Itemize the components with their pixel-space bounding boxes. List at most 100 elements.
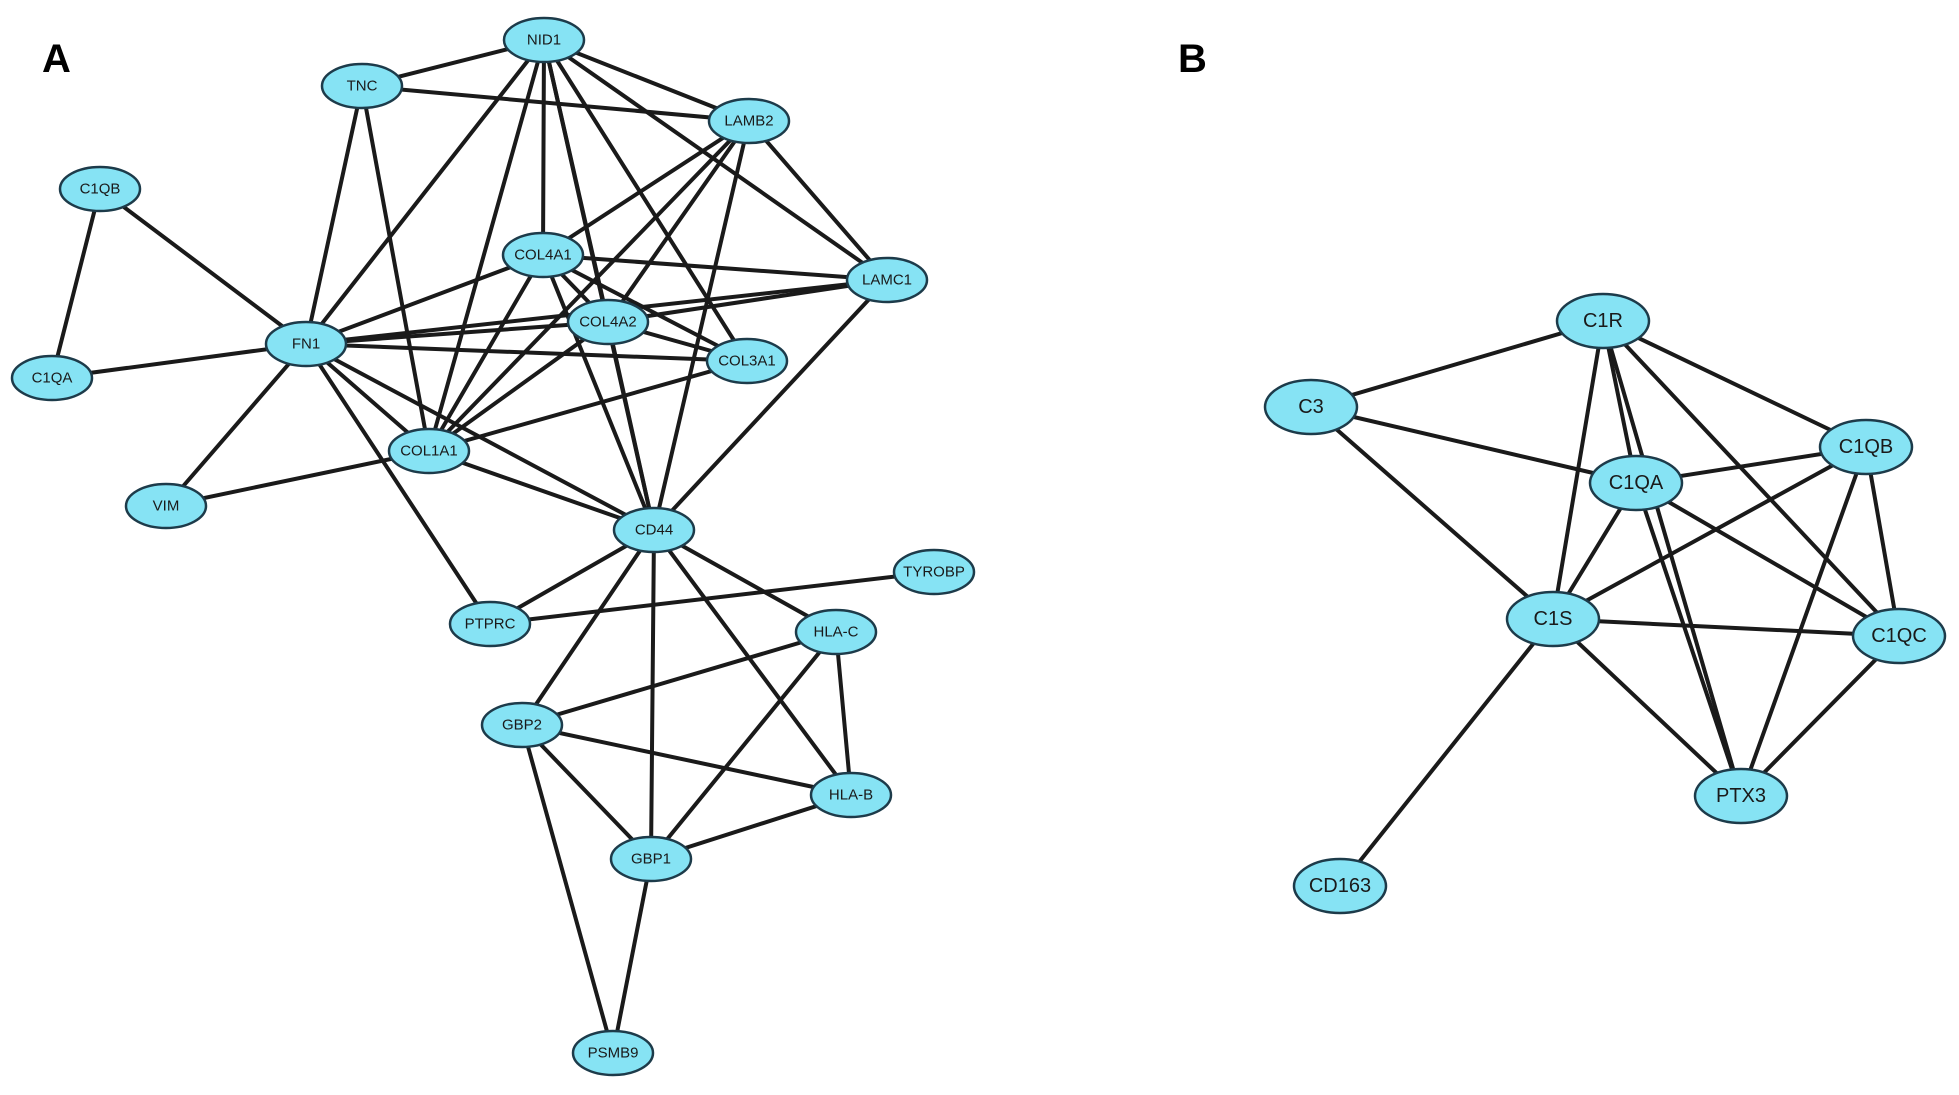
panel-a-node-hla-c: HLA-C <box>794 608 878 656</box>
panel-a-edge-cd44-gbp2 <box>520 528 656 727</box>
panel-a-edge-lamc1-col4a2 <box>606 278 889 324</box>
panel-a-node-tnc: TNC <box>320 62 404 110</box>
panel-a-node-fn1: FN1 <box>264 320 348 368</box>
panel-b-edge-c1r-c3 <box>1309 319 1605 409</box>
panel-a-edge-lamb2-cd44 <box>652 119 751 532</box>
panel-a-edge-col4a2-col1a1 <box>427 320 610 453</box>
panel-a-network: NID1TNCLAMB2C1QBCOL4A1LAMC1COL4A2FN1COL3… <box>10 16 976 1077</box>
panel-b-node-c1qc-label: C1QC <box>1871 625 1927 647</box>
panel-a-edge-gbp1-psmb9 <box>611 857 653 1055</box>
panel-b-edge-c3-c1qa <box>1309 405 1638 485</box>
panel-a-node-psmb9-label: PSMB9 <box>588 1045 639 1062</box>
panel-b-node-ptx3-label: PTX3 <box>1716 785 1766 807</box>
panel-a-edge-fn1-col3a1 <box>304 342 749 363</box>
panel-a-node-ptprc-ellipse <box>448 600 532 648</box>
panel-a-node-nid1: NID1 <box>502 16 586 64</box>
panel-a-node-col3a1-ellipse <box>705 337 789 385</box>
panel-b-node-ptx3-ellipse <box>1693 767 1789 825</box>
panel-a-edge-lamb2-col1a1 <box>427 119 751 453</box>
panel-a-edge-hla-c-gbp1 <box>649 630 838 861</box>
panel-b-node-c1r: C1R <box>1555 292 1651 350</box>
panel-b-node-c1qa-ellipse <box>1588 454 1684 512</box>
panel-a-node-hla-b-ellipse <box>809 771 893 819</box>
panel-a-node-hla-b: HLA-B <box>809 771 893 819</box>
panel-a-edge-lamc1-cd44 <box>652 278 889 532</box>
panel-a-node-cd44: CD44 <box>612 506 696 554</box>
panel-b-node-c1qa: C1QA <box>1588 454 1684 512</box>
panel-a-edge-hla-c-hla-b <box>834 630 853 797</box>
panel-a-node-tyrobp-label: TYROBP <box>903 564 965 581</box>
panel-a-edge-col1a1-vim <box>164 449 431 508</box>
panel-a-node-c1qb-ellipse <box>58 165 142 213</box>
panel-a-label: A <box>42 37 71 81</box>
panel-a-node-gbp2: GBP2 <box>480 701 564 749</box>
panel-a-node-col1a1: COL1A1 <box>387 427 471 475</box>
panel-a-node-vim-label: VIM <box>153 498 180 515</box>
panel-a-edge-col4a1-lamc1 <box>541 253 889 282</box>
panel-a-edge-col1a1-cd44 <box>427 449 656 532</box>
panel-a-nodes: NID1TNCLAMB2C1QBCOL4A1LAMC1COL4A2FN1COL3… <box>10 16 976 1077</box>
panel-b-node-c1qc: C1QC <box>1851 607 1947 665</box>
panel-a-node-tyrobp: TYROBP <box>892 548 976 596</box>
panel-b-node-c3-ellipse <box>1263 378 1359 436</box>
panel-b-edge-c1qb-c1s <box>1551 445 1868 621</box>
panel-a-node-hla-c-label: HLA-C <box>813 624 858 641</box>
panel-b-node-cd163: CD163 <box>1292 857 1388 915</box>
panel-a-edge-c1qb-fn1 <box>98 187 308 346</box>
panel-a-node-tnc-ellipse <box>320 62 404 110</box>
panel-b-node-c1qb-label: C1QB <box>1839 436 1893 458</box>
panel-b-edge-c1qa-ptx3 <box>1634 481 1743 798</box>
panel-a-node-tnc-label: TNC <box>347 78 378 95</box>
panel-a-node-gbp1-ellipse <box>609 835 693 883</box>
panel-b-edge-c1qb-c1qc <box>1864 445 1901 638</box>
panel-a-edge-gbp2-hla-b <box>520 723 853 797</box>
panel-a-node-col4a1-ellipse <box>501 231 585 279</box>
panel-a-edge-hla-c-gbp2 <box>520 630 838 727</box>
panel-b-node-c3: C3 <box>1263 378 1359 436</box>
panel-a-node-col1a1-label: COL1A1 <box>400 443 458 460</box>
panel-a-node-ptprc: PTPRC <box>448 600 532 648</box>
panel-a-node-fn1-ellipse <box>264 320 348 368</box>
panel-a-node-cd44-ellipse <box>612 506 696 554</box>
panel-b-edge-c1qa-c1qc <box>1634 481 1901 638</box>
panel-a-edge-c1qa-fn1 <box>50 342 308 380</box>
panel-a-node-nid1-ellipse <box>502 16 586 64</box>
panel-a-node-vim-ellipse <box>124 482 208 530</box>
panel-a-node-hla-b-label: HLA-B <box>829 787 873 804</box>
panel-b-node-c1s-label: C1S <box>1534 608 1573 630</box>
panel-a-edge-gbp2-gbp1 <box>520 723 653 861</box>
panel-a-node-fn1-label: FN1 <box>292 336 320 353</box>
panel-b-node-c1qb: C1QB <box>1818 418 1914 476</box>
panel-a-edge-nid1-col4a1 <box>541 38 546 257</box>
panel-b-node-c1qa-label: C1QA <box>1609 472 1664 494</box>
panel-b-node-ptx3: PTX3 <box>1693 767 1789 825</box>
panel-a-node-col3a1: COL3A1 <box>705 337 789 385</box>
panel-a-node-col4a1-label: COL4A1 <box>514 247 572 264</box>
panel-b-node-c1s-ellipse <box>1505 590 1601 648</box>
panel-b-edge-c1r-ptx3 <box>1601 319 1743 798</box>
panel-a-node-lamb2-label: LAMB2 <box>724 113 773 130</box>
panel-a-node-lamc1-ellipse <box>845 256 929 304</box>
panel-a-node-lamb2-ellipse <box>707 97 791 145</box>
panel-a-node-col4a2: COL4A2 <box>566 298 650 346</box>
panel-a-node-c1qa-label: C1QA <box>32 370 73 387</box>
panel-a-edge-nid1-lamb2 <box>542 38 751 123</box>
panel-b-node-c1r-ellipse <box>1555 292 1651 350</box>
panel-a-node-gbp1: GBP1 <box>609 835 693 883</box>
panel-a-node-nid1-label: NID1 <box>527 32 561 49</box>
panel-b-node-c3-label: C3 <box>1298 396 1324 418</box>
panel-b-node-cd163-ellipse <box>1292 857 1388 915</box>
panel-a-edge-gbp2-psmb9 <box>520 723 615 1055</box>
panel-a-edge-col4a2-cd44 <box>606 320 656 532</box>
panel-a-node-psmb9: PSMB9 <box>571 1029 655 1077</box>
panel-a-node-gbp1-label: GBP1 <box>631 851 671 868</box>
panel-a-node-col4a2-ellipse <box>566 298 650 346</box>
panel-a-edge-cd44-gbp1 <box>649 528 656 861</box>
panel-a-edge-ptprc-tyrobp <box>488 570 936 626</box>
panel-a-node-lamc1-label: LAMC1 <box>862 272 912 289</box>
panel-a-edge-tnc-lamb2 <box>360 84 751 123</box>
panel-a-edge-cd44-hla-b <box>652 528 853 797</box>
panel-b-edge-c1s-c1qc <box>1551 617 1901 638</box>
